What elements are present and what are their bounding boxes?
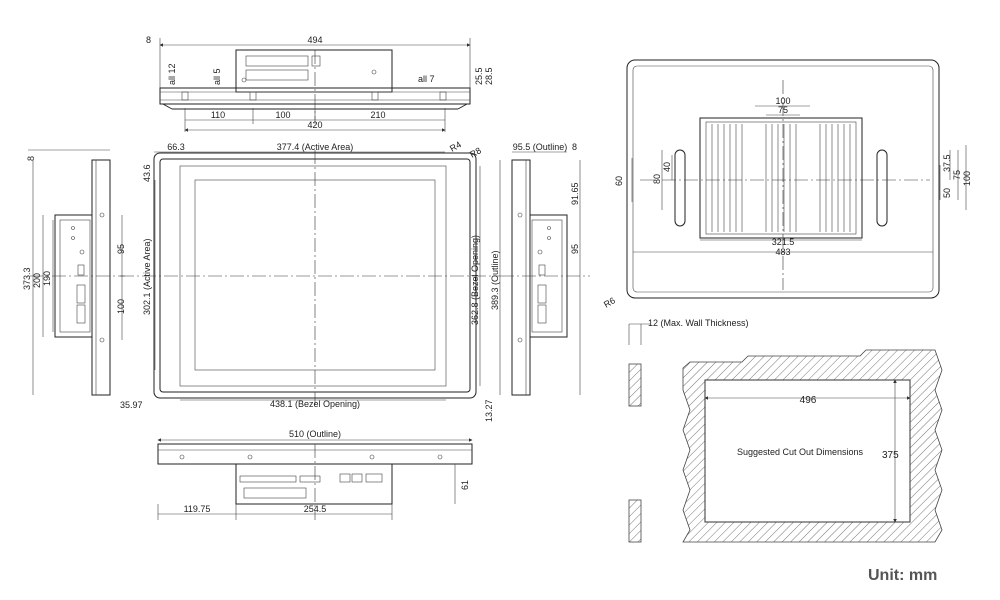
dim-all7: all 7	[418, 74, 435, 84]
dim-91-65: 91.65	[570, 182, 580, 205]
cutout-height: 375	[882, 450, 899, 461]
rear-dim-75-right: 75	[952, 170, 962, 180]
dim-13-27: 13.27	[484, 399, 494, 422]
radius-r4: R4	[448, 139, 463, 153]
rear-dim-40: 40	[662, 162, 672, 172]
left-dim-8: 8	[26, 156, 36, 161]
left-side-view: 8 373.3 200 190 95 100	[22, 149, 126, 396]
left-dim-95: 95	[116, 244, 126, 254]
dim-43-6: 43.6	[142, 164, 152, 182]
dim-494: 494	[307, 35, 322, 45]
active-width: 377.4 (Active Area)	[277, 142, 354, 152]
right-outline-width: 95.5 (Outline)	[513, 142, 568, 152]
dim-100: 100	[275, 110, 290, 120]
dim-190: 190	[42, 271, 52, 286]
dim-119-75: 119.75	[184, 504, 211, 514]
dim-66-3: 66.3	[167, 142, 185, 152]
rear-dim-100-right: 100	[962, 171, 972, 186]
radius-r8: R8	[468, 145, 483, 159]
rear-dim-321-5: 321.5	[772, 237, 795, 247]
front-view: 66.3 377.4 (Active Area) R4 R8 43.6 302.…	[120, 139, 500, 422]
dim-all12: all 12	[167, 63, 177, 85]
right-dim-8: 8	[572, 142, 577, 152]
dim-8: 8	[146, 35, 151, 45]
cutout-diagram: 12 (Max. Wall Thickness) 496 375 Suggest…	[628, 318, 943, 543]
dim-373-3: 373.3	[22, 267, 32, 290]
top-view: 494 8 all 12 all 5 all 7 25.5 28.5 110 1…	[146, 35, 494, 132]
wall-thickness: 12 (Max. Wall Thickness)	[648, 318, 749, 328]
dim-210: 210	[370, 110, 385, 120]
outline-width: 510 (Outline)	[289, 429, 341, 439]
right-dim-95: 95	[570, 244, 580, 254]
rear-dim-50: 50	[942, 188, 952, 198]
cutout-caption: Suggested Cut Out Dimensions	[737, 447, 864, 457]
rear-view: 100 75 60 80 40 50 37.5 75 100 321.5 483…	[602, 59, 972, 310]
rear-dim-483: 483	[775, 247, 790, 257]
rear-dim-37-5: 37.5	[942, 154, 952, 172]
bezel-width: 438.1 (Bezel Opening)	[270, 399, 360, 409]
dim-200: 200	[32, 273, 42, 288]
bezel-height: 362.8 (Bezel Opening)	[470, 235, 480, 325]
dim-110: 110	[211, 110, 225, 120]
dim-254-5: 254.5	[304, 504, 327, 514]
dim-all5: all 5	[212, 68, 222, 85]
radius-r6: R6	[602, 295, 617, 309]
dim-420: 420	[307, 120, 322, 130]
dim-61: 61	[460, 480, 470, 490]
active-height: 302.1 (Active Area)	[142, 238, 152, 315]
rear-dim-75: 75	[778, 105, 788, 115]
rear-dim-100: 100	[775, 96, 790, 106]
dim-25-5: 25.5	[474, 67, 484, 85]
rear-dim-60: 60	[614, 176, 624, 186]
right-side-view: 95.5 (Outline) 8 91.65 95 389.3 (Outline…	[490, 142, 590, 396]
dim-35-97: 35.97	[120, 400, 143, 410]
bottom-view: 510 (Outline) 61 119.75 254.5	[157, 429, 473, 520]
unit-label: Unit: mm	[868, 567, 937, 584]
cutout-width: 496	[800, 395, 817, 406]
outline-height: 389.3 (Outline)	[490, 250, 500, 310]
rear-dim-80: 80	[652, 174, 662, 184]
dim-28-5: 28.5	[484, 67, 494, 85]
left-dim-100: 100	[116, 299, 126, 314]
